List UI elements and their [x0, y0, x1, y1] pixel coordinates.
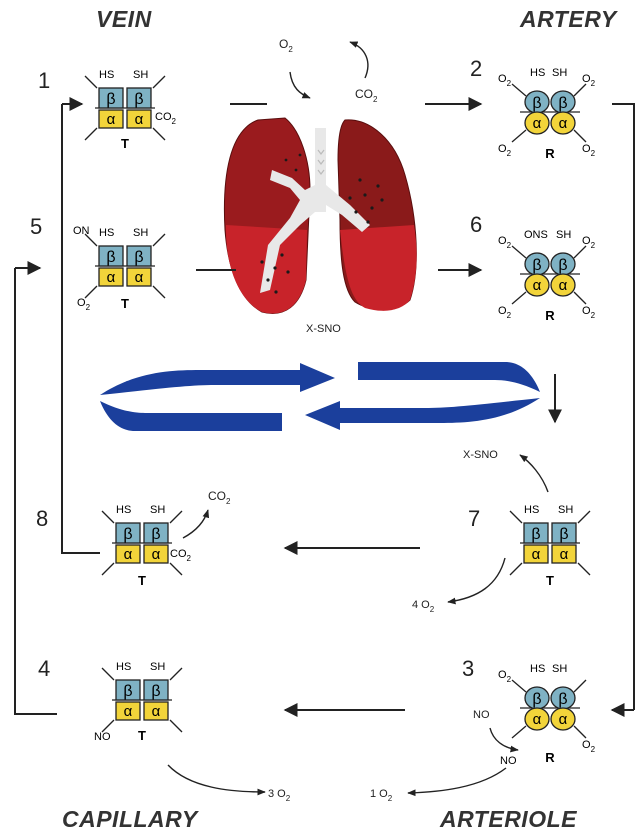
- svg-text:T: T: [121, 296, 129, 311]
- svg-text:α: α: [559, 277, 568, 294]
- svg-text:CO2: CO2: [155, 111, 177, 126]
- svg-text:HS: HS: [116, 661, 131, 673]
- svg-text:HS: HS: [530, 663, 545, 675]
- svg-text:α: α: [559, 115, 568, 132]
- lungs: [224, 118, 416, 313]
- svg-text:β: β: [151, 683, 160, 700]
- svg-text:T: T: [138, 728, 146, 743]
- hemoglobin-4-T: β β α α HS SH NO T: [94, 661, 182, 743]
- svg-text:α: α: [532, 546, 541, 563]
- svg-text:β: β: [558, 95, 567, 112]
- one-o2-release-label: 1 O2: [370, 788, 393, 803]
- svg-text:β: β: [151, 526, 160, 543]
- svg-text:α: α: [533, 277, 542, 294]
- svg-text:α: α: [135, 111, 144, 128]
- svg-text:SH: SH: [150, 661, 165, 673]
- svg-text:3 O2: 3 O2: [268, 788, 291, 803]
- co2-exhaled-label: CO2: [355, 87, 378, 104]
- svg-text:R: R: [545, 750, 555, 765]
- svg-text:α: α: [152, 546, 161, 563]
- svg-text:β: β: [532, 691, 541, 708]
- svg-text:NO: NO: [500, 755, 517, 767]
- svg-text:β: β: [106, 91, 115, 108]
- svg-text:SH: SH: [552, 663, 567, 675]
- svg-text:SH: SH: [558, 504, 573, 516]
- svg-text:CO2: CO2: [170, 548, 192, 563]
- svg-text:α: α: [152, 703, 161, 720]
- three-o2-release-label: 3 O2: [268, 788, 291, 803]
- svg-text:O2: O2: [279, 37, 293, 54]
- svg-text:α: α: [533, 115, 542, 132]
- svg-text:β: β: [532, 257, 541, 274]
- svg-text:β: β: [134, 249, 143, 266]
- svg-text:α: α: [124, 703, 133, 720]
- four-o2-release-label: 4 O2: [412, 599, 435, 614]
- svg-text:β: β: [531, 526, 540, 543]
- o2-inhaled-label: O2: [279, 37, 293, 54]
- svg-text:α: α: [135, 269, 144, 286]
- xsno-release-label: X-SNO: [463, 449, 498, 461]
- svg-text:HS: HS: [116, 504, 131, 516]
- hemoglobin-7-T: β β α α HS SH T: [510, 504, 590, 588]
- svg-text:O2: O2: [498, 73, 512, 88]
- svg-text:X-SNO: X-SNO: [463, 449, 498, 461]
- svg-text:β: β: [559, 526, 568, 543]
- svg-text:β: β: [106, 249, 115, 266]
- svg-text:1 O2: 1 O2: [370, 788, 393, 803]
- svg-text:R: R: [545, 146, 555, 161]
- svg-text:α: α: [107, 111, 116, 128]
- hemoglobin-3-R: β β α α HS SH O2 NO O2 R: [498, 663, 596, 767]
- svg-text:CO2: CO2: [208, 489, 231, 506]
- svg-text:SH: SH: [150, 504, 165, 516]
- no-incoming-label: NO: [473, 709, 490, 721]
- svg-text:α: α: [533, 711, 542, 728]
- svg-text:α: α: [124, 546, 133, 563]
- svg-text:α: α: [107, 269, 116, 286]
- svg-text:β: β: [123, 683, 132, 700]
- svg-text:4 O2: 4 O2: [412, 599, 435, 614]
- svg-text:HS: HS: [99, 227, 114, 239]
- svg-text:O2: O2: [498, 305, 512, 320]
- svg-text:β: β: [558, 691, 567, 708]
- hemoglobin-5-T: β β α α ON HS SH O2 T: [73, 225, 165, 312]
- svg-text:SH: SH: [133, 227, 148, 239]
- svg-text:α: α: [559, 711, 568, 728]
- svg-text:β: β: [532, 95, 541, 112]
- svg-text:T: T: [138, 573, 146, 588]
- svg-text:O2: O2: [498, 143, 512, 158]
- svg-text:HS: HS: [530, 67, 545, 79]
- svg-text:SH: SH: [133, 69, 148, 81]
- svg-text:SH: SH: [556, 229, 571, 241]
- svg-text:α: α: [560, 546, 569, 563]
- svg-text:T: T: [121, 136, 129, 151]
- svg-text:HS: HS: [99, 69, 114, 81]
- svg-text:O2: O2: [582, 739, 596, 754]
- svg-text:SH: SH: [552, 67, 567, 79]
- lung-xsno-label: X-SNO: [306, 323, 341, 335]
- hemoglobin-6-R: β β α α ONS SH O2 O2 O2 O2 R: [498, 229, 596, 323]
- svg-text:NO: NO: [94, 731, 111, 743]
- svg-text:ON: ON: [73, 225, 90, 237]
- svg-text:HS: HS: [524, 504, 539, 516]
- blue-circulation-arrows: [100, 362, 540, 431]
- svg-text:O2: O2: [498, 235, 512, 250]
- svg-text:T: T: [546, 573, 554, 588]
- hemoglobin-8-T: β β α α HS SH CO2 T: [102, 504, 192, 588]
- svg-text:O2: O2: [77, 297, 91, 312]
- hemoglobin-2-R: β β α α HS SH O2 O2 O2 O2 R: [498, 67, 596, 161]
- svg-text:O2: O2: [582, 143, 596, 158]
- svg-text:ONS: ONS: [524, 229, 548, 241]
- svg-text:CO2: CO2: [355, 87, 378, 104]
- svg-text:O2: O2: [582, 305, 596, 320]
- hemoglobin-1-T: β β α α HS SH CO2 T: [85, 69, 177, 151]
- svg-text:β: β: [123, 526, 132, 543]
- svg-text:β: β: [134, 91, 143, 108]
- svg-text:β: β: [558, 257, 567, 274]
- svg-text:R: R: [545, 308, 555, 323]
- svg-text:NO: NO: [473, 709, 490, 721]
- co2-uptake-label: CO2: [208, 489, 231, 506]
- svg-text:O2: O2: [498, 669, 512, 684]
